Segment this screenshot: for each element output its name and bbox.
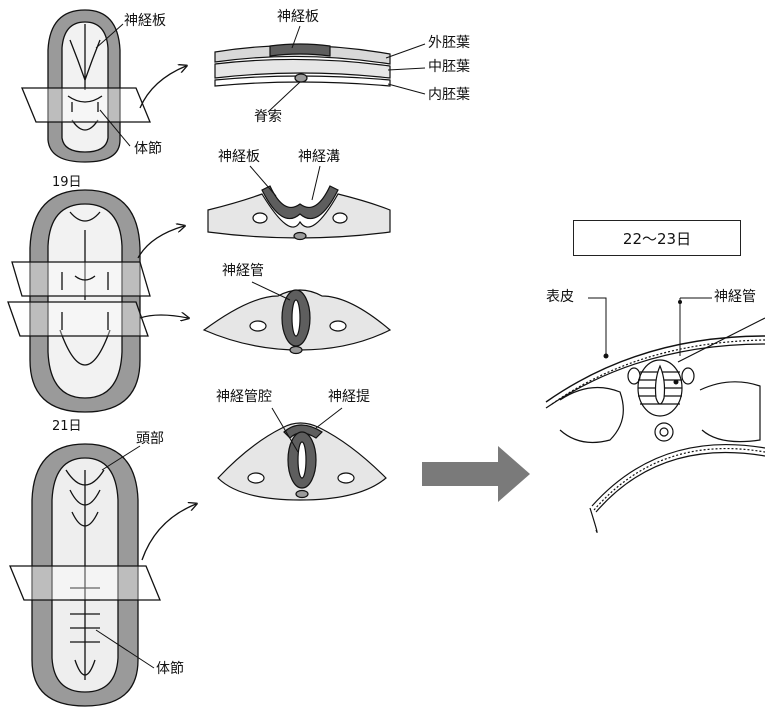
label-ectoderm: 外胚葉 [428, 36, 470, 50]
label-neural-canal: 神経管腔 [216, 390, 272, 404]
label-day-19: 19日 [52, 176, 82, 189]
cross-section-2 [208, 186, 390, 240]
label-neural-plate-section: 神経板 [277, 10, 319, 24]
label-neural-groove: 神経溝 [298, 150, 340, 164]
label-day-21: 21日 [52, 420, 82, 433]
label-somite-lower: 体節 [156, 662, 184, 676]
cross-section-1 [215, 44, 390, 86]
label-somite: 体節 [134, 142, 162, 156]
label-neural-tube-detail: 神経管 [714, 290, 756, 304]
embryo-22-day [10, 444, 160, 706]
embryo-21-day [8, 190, 150, 412]
cross-section-3 [204, 290, 390, 354]
label-neural-plate-section2: 神経板 [218, 150, 260, 164]
label-neural-tube: 神経管 [222, 264, 264, 278]
day-22-23-box: 22〜23日 [573, 220, 741, 256]
label-head: 頭部 [136, 432, 164, 446]
big-arrow [422, 446, 530, 502]
cross-section-detail [546, 318, 765, 532]
embryo-19-day [22, 10, 150, 162]
leader-lines-detail [588, 298, 712, 356]
cross-section-4 [218, 423, 386, 500]
label-notochord: 脊索 [254, 110, 282, 124]
label-neural-crest: 神経提 [328, 390, 370, 404]
label-neural-plate: 神経板 [124, 14, 166, 28]
label-endoderm: 内胚葉 [428, 88, 470, 102]
label-mesoderm: 中胚葉 [428, 60, 470, 74]
label-day-22-23: 22〜23日 [623, 228, 691, 249]
label-epidermis: 表皮 [546, 290, 574, 304]
